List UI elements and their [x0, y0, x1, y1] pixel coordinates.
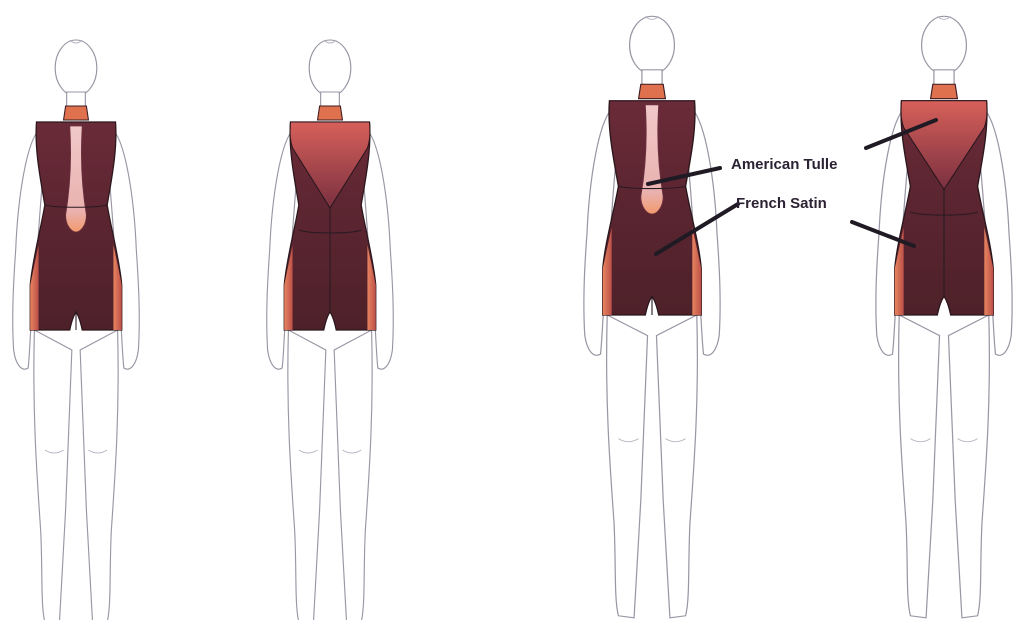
figure-back-annotated [876, 16, 1012, 618]
figure-front-annotated [584, 16, 720, 618]
figure-front [13, 40, 140, 620]
figure-back [267, 40, 394, 620]
tulle-label: American Tulle [731, 156, 837, 173]
satin-label: French Satin [736, 195, 827, 212]
